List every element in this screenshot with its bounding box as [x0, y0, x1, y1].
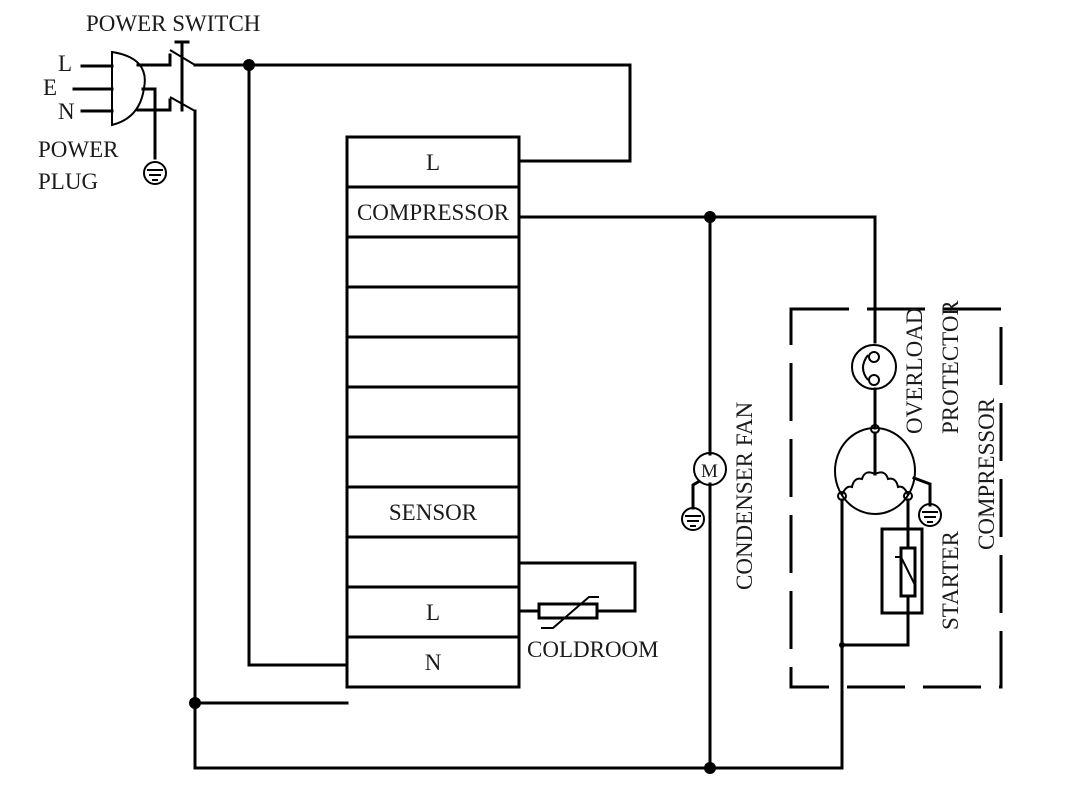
terminal-label: SENSOR: [389, 500, 478, 525]
overload-label: OVERLOAD: [902, 308, 927, 435]
coldroom-sensor: COLDROOM: [518, 561, 659, 662]
starter-icon: [880, 527, 924, 615]
terminal-row: [345, 235, 521, 289]
condenser-fan-label: CONDENSER FAN: [732, 402, 757, 590]
ground-icon: [143, 161, 167, 185]
terminal-label: N: [425, 650, 442, 675]
terminal-row: [345, 635, 521, 689]
plug-l-label: L: [58, 51, 72, 76]
junction-dot: [243, 59, 255, 71]
coldroom-label: COLDROOM: [527, 637, 659, 662]
terminal-label: COMPRESSOR: [357, 200, 510, 225]
ground-icon: [681, 507, 705, 531]
motor-symbol: M: [701, 461, 718, 482]
protector-label: PROTECTOR: [938, 300, 963, 434]
power-plug: L E N POWER PLUG: [38, 50, 172, 194]
plug-n-label: N: [58, 99, 75, 124]
terminal-row: [345, 285, 521, 339]
plug-e-label: E: [43, 75, 57, 100]
power-switch: [169, 40, 196, 112]
terminal-row: [345, 435, 521, 489]
junction-dot: [189, 697, 201, 709]
condenser-fan: M CONDENSER FAN: [681, 402, 757, 590]
compressor-motor-icon: [834, 427, 916, 515]
power-plug-label-1: POWER: [38, 137, 119, 162]
ground-icon: [918, 503, 942, 527]
junction-dot: [704, 211, 716, 223]
power-switch-label: POWER SWITCH: [86, 11, 260, 36]
power-plug-label-2: PLUG: [38, 169, 98, 194]
motor-icon: [693, 452, 727, 486]
terminal-label: L: [426, 150, 440, 175]
terminal-label: L: [426, 600, 440, 625]
terminal-row: [345, 335, 521, 389]
compressor-label: COMPRESSOR: [974, 397, 999, 550]
terminal-row: [345, 535, 521, 589]
terminal-row: [345, 385, 521, 439]
starter-label: STARTER: [938, 530, 963, 630]
compressor-unit: OVERLOAD PROTECTOR COMPRESSOR STARTER: [789, 300, 1003, 770]
